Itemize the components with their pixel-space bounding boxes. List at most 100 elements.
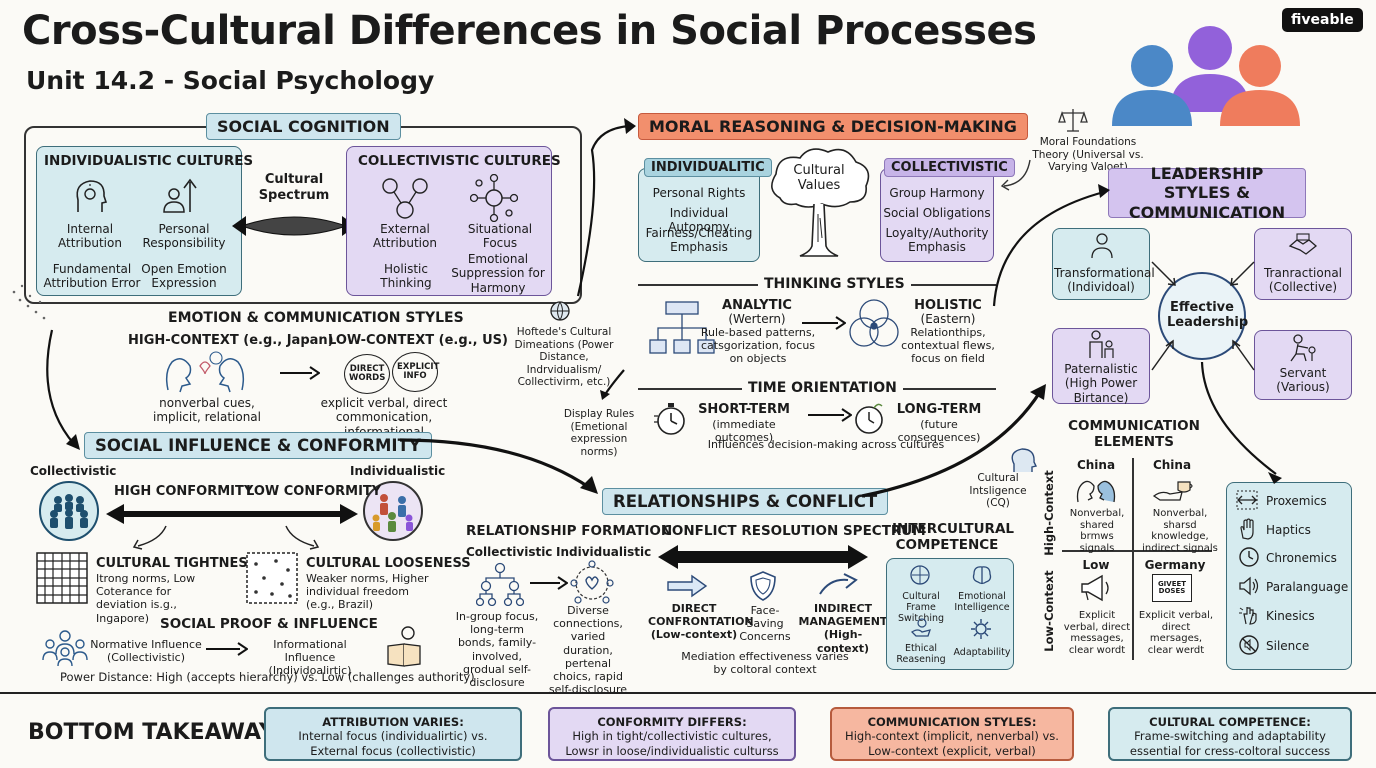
people-logo-icon (1112, 26, 1300, 126)
stopwatch-icon (654, 403, 685, 435)
frame-switching-text: Cultural Frame Switching (897, 591, 945, 624)
megaphone-icon (1081, 574, 1109, 602)
comm-grid-vertical (1132, 458, 1134, 660)
low-conformity-label: LOW CONFORMITY (246, 484, 382, 499)
individual-autonomy-text: Individual Autonomy (668, 206, 730, 235)
takeaway-competence-title: CULTURAL COMPETENCE: (1149, 715, 1311, 729)
intercultural-competence-box (886, 558, 1014, 670)
proxemics-icon (1236, 490, 1258, 510)
takeaway-conformity: CONFORMITY DIFFERS: High in tight/collec… (548, 707, 796, 761)
conflict-resolution-title: CONFLICT RESOLUTION SPECTRUM (662, 523, 926, 539)
individualistic-label: Individualistic (350, 464, 446, 478)
comm-cell-4-country: Germany (1144, 558, 1206, 572)
ethics-hand-icon (910, 618, 931, 637)
conformity-spectrum-arrow (106, 504, 358, 524)
people-group-icon (42, 630, 88, 667)
takeaway-attribution-text: Internal focus (individualirtic) vs. Ext… (298, 729, 488, 758)
cultural-intelligence-note: Cultural Intsligence (CQ) (969, 472, 1027, 510)
effective-leadership-circle: Effective Leadership (1158, 272, 1249, 360)
page-subtitle: Unit 14.2 - Social Psychology (26, 66, 435, 95)
nonverbal-elements-box (1226, 482, 1352, 670)
takeaway-conformity-text: High in tight/collectivistic cultures, L… (565, 729, 779, 758)
long-term-desc: (future consequences) (897, 418, 981, 445)
effective-leadership-text: Effective Leadership (1167, 300, 1249, 330)
servant-box (1254, 330, 1352, 400)
curved-arrow-icon (819, 573, 858, 595)
time-orientation-heading: TIME ORIENTATION (742, 380, 903, 396)
proxemics-text: Proxemics (1266, 494, 1327, 508)
intercultural-competence-heading: INTERCULTURAL COMPETENCE (892, 521, 1015, 554)
direct-words-bubble: DIRECT WORDS (344, 354, 390, 394)
heart-network-icon (570, 560, 614, 604)
comm-cell-2-country: China (1152, 458, 1192, 472)
personal-rights-text: Personal Rights (652, 186, 746, 200)
lightbulb-head-icon (76, 180, 108, 212)
paralanguage-text: Paralanguage (1266, 580, 1349, 594)
personal-responsibility-text: Personal Responsibility (142, 222, 226, 251)
paternalistic-text: Paternalistic (High Power Birtance) (1064, 362, 1138, 405)
direct-confrontation-text: DIRECT CONFRONTATION (Low-context) (648, 602, 754, 642)
takeaway-competence: CULTURAL COMPETENCE: Frame-switching and… (1108, 707, 1352, 761)
holistic-description: Relationthips, contextual flews, focus o… (901, 326, 995, 366)
social-obligations-text: Social Obligations (883, 206, 991, 220)
scales-icon (1058, 109, 1088, 132)
gesture-icon (1239, 607, 1257, 625)
shield-icon (750, 571, 776, 601)
brand-logo: fiveable (1282, 8, 1363, 32)
moral-foundations-note: Moral Foundations Theory (Universal vs. … (1032, 136, 1144, 174)
head-icon (1011, 448, 1038, 472)
emotional-suppression-text: Emotional Suppression for Harmony (451, 252, 545, 295)
family-tree-icon (476, 562, 524, 606)
communication-elements-heading: COMMUNICATION ELEMENTS (1068, 418, 1200, 451)
takeaway-attribution: ATTRIBUTION VARIES: Internal focus (indi… (264, 707, 522, 761)
fundamental-attribution-error-text: Fundamental Attribution Error (43, 262, 141, 291)
adaptability-text: Adaptability (953, 647, 1011, 658)
comm-cell-1-country: China (1076, 458, 1116, 472)
right-arrow-5 (530, 576, 568, 590)
informational-influence-text: Informational Influence (Individoalirtic… (268, 638, 352, 678)
comm-cell-4-desc: Explicit verbal, direct mersages, clear … (1138, 610, 1214, 656)
faces-heart-icon (165, 351, 245, 393)
document-card-icon: GIVEET DOSES (1152, 574, 1192, 602)
leadership-heading-text: LEADERSHIP STYLES & COMMUNICATION (1128, 164, 1286, 222)
faces-icon-1 (1076, 480, 1116, 503)
comm-cell-1-desc: Nonverbal, shared brmws signals (1069, 508, 1125, 554)
fairness-cheating-text: Fairness/Cheating Emphasis (645, 226, 753, 255)
parent-child-icon (1089, 330, 1114, 358)
hofstede-note: Hoftede's Cultural Dimeations (Power Dis… (514, 326, 614, 389)
power-distance-text: Power Distance: High (accepts hierarchy)… (60, 670, 475, 684)
takeaway-conformity-title: CONFORMITY DIFFERS: (597, 715, 747, 729)
thinking-styles-heading: THINKING STYLES (758, 276, 911, 292)
rel-collectivistic-label: Collectivistic (466, 545, 553, 559)
face-saving-text: Face-Saving Concerns (739, 604, 791, 644)
direct-words-text: DIRECT WORDS (349, 363, 386, 383)
takeaway-attribution-title: ATTRIBUTION VARIES: (322, 715, 464, 729)
right-arrow-2 (206, 642, 248, 656)
paternalistic-box (1052, 328, 1150, 404)
moral-collectivistic-title: COLLECTIVISTIC (884, 158, 1015, 177)
situational-focus-text: Situational Focus (467, 222, 533, 251)
mediation-note: Mediation effectiveness varies by coltor… (681, 650, 849, 677)
handshake-icon (1288, 233, 1318, 255)
social-proof-heading: SOCIAL PROOF & INFLUENCE (160, 616, 378, 632)
holistic-thinking-text: Holistic Thinking (380, 262, 432, 291)
emotional-intelligence-text: Emotional Intelligence (954, 591, 1010, 613)
loose-dots-icon (246, 552, 298, 604)
loyalty-authority-text: Loyalty/Authority Emphasis (885, 226, 989, 255)
cultural-looseness-desc: Weaker norms, Higher individual freedom … (306, 572, 429, 612)
high-context-label: HIGH-CONTEXT (e.g., Japan) (128, 333, 334, 348)
haptics-text: Haptics (1266, 523, 1311, 537)
silence-text: Silence (1266, 639, 1310, 653)
takeaway-communication-title: COMMUNICATION STYLES: (867, 715, 1037, 729)
transactional-text: Tranractional (Collective) (1263, 266, 1343, 295)
right-arrow-4 (808, 408, 852, 422)
crowd-icon (39, 481, 99, 541)
analytic-description: Rule-based patterns, catsgorization, foc… (700, 326, 816, 366)
interconnected-circles-icon (849, 299, 899, 347)
explicit-info-text: EXPLICIT INFO (397, 361, 440, 381)
comm-grid-horizontal (1062, 550, 1212, 552)
display-rules-note: Display Rules (Emetional expression norm… (563, 408, 635, 458)
arrow-down-left-1 (132, 525, 167, 550)
internal-attribution-text: Internal Attribution (58, 222, 122, 251)
comm-cell-3-desc: Explicit verbal, direct messages, clear … (1063, 610, 1131, 656)
